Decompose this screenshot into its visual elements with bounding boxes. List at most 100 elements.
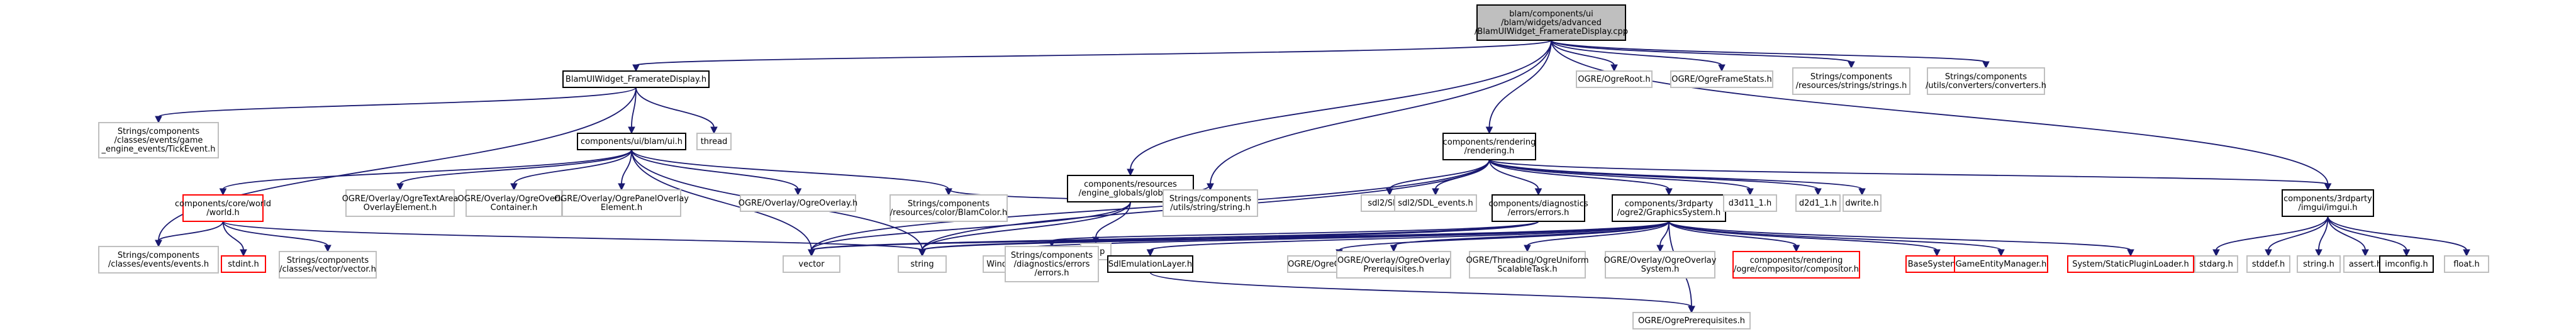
node-label-line: /errors/errors.h: [1508, 208, 1570, 218]
node-box: [1336, 251, 1451, 279]
node-rendering[interactable]: components/rendering/rendering.h: [1442, 133, 1536, 160]
edge-bwfd-to-uih: [628, 87, 637, 135]
node-label-line: float.h: [2453, 260, 2480, 269]
node-label-line: Strings/components: [118, 127, 199, 136]
node-sdl2events: sdl2/SDL_events.h: [1394, 194, 1477, 212]
node-label-line: dwrite.h: [1845, 199, 1878, 208]
node-box: [279, 251, 377, 279]
node-box: [562, 189, 681, 217]
node-box: [2194, 255, 2238, 273]
node-prereq: OGRE/OgrePrerequisites.h: [1632, 312, 1751, 329]
edge-imgui-to-stddef: [2265, 216, 2329, 257]
node-box: [98, 246, 219, 274]
node-box: [1576, 70, 1653, 88]
node-box: [562, 70, 710, 88]
node-graphics[interactable]: components/3rdparty/ogre2/GraphicsSystem…: [1612, 194, 1726, 222]
edge-imgui-to-stdarg: [2212, 216, 2329, 257]
node-errors[interactable]: components/diagnostics/errors/errors.h: [1488, 194, 1588, 222]
node-box: [1732, 251, 1860, 279]
node-strings: Strings/components/resources/strings/str…: [1792, 67, 1910, 95]
node-thread: thread: [696, 133, 732, 150]
node-label-line: components/ui/blam/ui.h: [581, 137, 683, 147]
node-label-line: Strings/components: [1810, 72, 1892, 82]
node-string: string: [898, 255, 947, 273]
node-box: [1723, 194, 1777, 212]
node-compositor: components/rendering/ogre/compositor/com…: [1732, 251, 1860, 279]
node-box: [898, 255, 947, 273]
edge-bwfd-to-events: [155, 87, 637, 248]
node-box: [1005, 246, 1099, 282]
node-root[interactable]: blam/components/ui/blam/widgets/advanced…: [1475, 4, 1628, 41]
node-uih[interactable]: components/ui/blam/ui.h: [577, 133, 686, 150]
edge-world-to-events: [155, 221, 224, 248]
node-label-line: SdlEmulationLayer.h: [1108, 260, 1192, 269]
edge-uih-to-overlaycontainer: [510, 149, 632, 191]
node-box: [1792, 67, 1910, 95]
node-box: [1394, 194, 1477, 212]
node-box: [2444, 255, 2489, 273]
node-label-line: /classes/events/game: [114, 136, 203, 145]
edge-rendering-to-dwrite: [1488, 159, 1866, 196]
node-label-line: components/diagnostics: [1488, 199, 1588, 209]
edge-uih-to-panel: [618, 149, 632, 191]
node-label-line: Strings/components: [118, 251, 199, 260]
node-box: [1632, 312, 1751, 329]
node-stddef: stddef.h: [2246, 255, 2290, 273]
edge-graphics-to-threading: [1524, 221, 1670, 253]
edge-graphics-to-staticplugin: [1668, 221, 2134, 257]
node-label-line: /ogre2/GraphicsSystem.h: [1617, 208, 1721, 218]
node-imgui[interactable]: components/3rdparty/imgui/imgui.h: [2282, 189, 2374, 217]
node-label-line: /rendering.h: [1464, 147, 1515, 156]
node-label-line: string.h: [2303, 260, 2334, 269]
node-box: [577, 133, 686, 150]
node-label-line: d3d11_1.h: [1729, 199, 1771, 208]
node-overlay: OGRE/Overlay/OgreOverlay.h: [739, 194, 857, 212]
node-framestats: OGRE/OgreFrameStats.h: [1670, 70, 1773, 88]
node-box: [182, 194, 264, 222]
node-blamcolor: Strings/components/resources/color/BlamC…: [889, 194, 1008, 222]
node-box: [1670, 70, 1773, 88]
node-label-line: /world.h: [206, 208, 240, 218]
node-label-line: components/rendering: [1443, 138, 1536, 147]
node-ogreroot: OGRE/OgreRoot.h: [1576, 70, 1653, 88]
node-vector: vector: [783, 255, 840, 273]
node-label-line: BaseSystem.h: [1908, 260, 1966, 269]
node-events: Strings/components/classes/events/events…: [98, 246, 219, 274]
node-label-line: assert.h: [2349, 260, 2382, 269]
node-box: [98, 122, 219, 158]
node-sdlemu[interactable]: SdlEmulationLayer.h: [1107, 255, 1193, 273]
node-label-line: OverlayElement.h: [364, 203, 437, 213]
node-box: [1469, 251, 1586, 279]
node-label-line: OGRE/OgrePrerequisites.h: [1638, 316, 1745, 326]
node-label-line: OGRE/Overlay/OgreTextArea: [342, 194, 459, 204]
node-label-line: ScalableTask.h: [1497, 265, 1557, 274]
node-label-line: OGRE/OgreFrameStats.h: [1671, 75, 1772, 84]
node-label-line: /classes/events/events.h: [108, 260, 209, 269]
node-tick: Strings/components/classes/events/game_e…: [98, 122, 219, 158]
node-stdint: stdint.h: [221, 255, 266, 273]
node-label-line: /BlamUIWidget_FramerateDisplay.cpp: [1475, 27, 1628, 36]
edge-rendering-to-graphics: [1488, 159, 1673, 196]
node-label-line: Strings/components: [1945, 72, 2027, 82]
edge-root-to-ogreroot: [1551, 40, 1618, 72]
node-label-line: OGRE/Overlay/OgreOverlay: [1604, 256, 1717, 265]
edge-uih-to-world: [219, 149, 632, 196]
edge-uih-to-blamcolor: [631, 149, 952, 196]
node-label-line: sdl2/SDL_events.h: [1398, 199, 1473, 208]
nodes-layer: blam/components/ui/blam/widgets/advanced…: [98, 4, 2489, 329]
node-label-line: components/core/world: [175, 199, 271, 209]
node-box: [345, 189, 455, 217]
node-box: [1442, 133, 1536, 160]
edge-imgui-to-stringh2: [2315, 216, 2329, 257]
node-box: [1843, 194, 1882, 212]
node-label-line: Strings/components: [1011, 251, 1093, 260]
node-bwfd[interactable]: BlamUIWidget_FramerateDisplay.h: [562, 70, 710, 88]
node-converters: Strings/components/utils/converters/conv…: [1926, 67, 2046, 95]
node-box: [1163, 189, 1258, 217]
node-imconfig[interactable]: imconfig.h: [2379, 255, 2434, 273]
node-label-line: Prerequisites.h: [1363, 265, 1424, 274]
node-errorsstr: Strings/components/diagnostics/errors/er…: [1005, 246, 1099, 282]
edge-graphics-to-gem: [1668, 221, 2005, 257]
